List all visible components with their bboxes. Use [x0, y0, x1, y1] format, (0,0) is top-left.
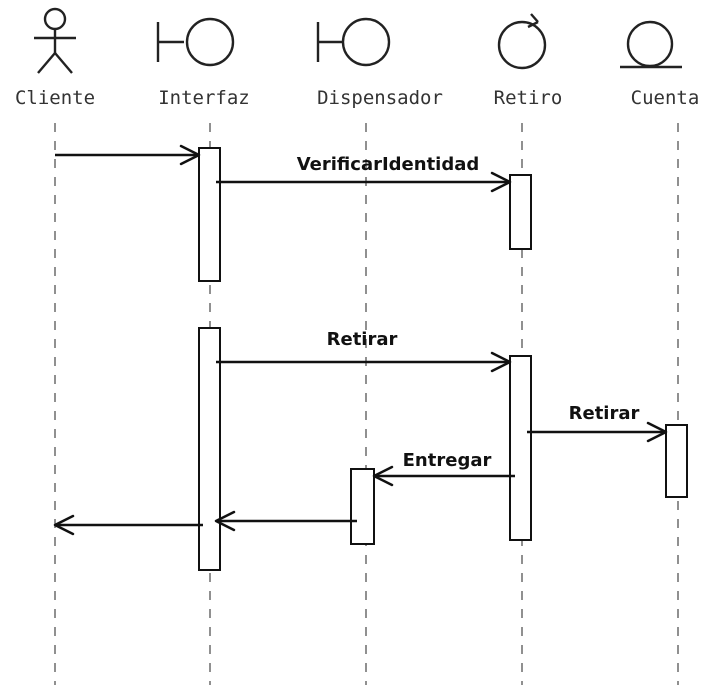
activation-bar-retiro — [509, 355, 532, 541]
activation-bar-interfaz — [198, 327, 221, 571]
activation-bar-dispensador — [350, 468, 375, 545]
participant-label-retiro: Retiro — [494, 87, 563, 109]
message-arrow — [372, 465, 515, 487]
message-label: Retirar — [569, 403, 640, 424]
participant-label-interfaz: Interfaz — [158, 87, 250, 109]
message-label: Retirar — [327, 329, 398, 350]
activation-bar-retiro — [509, 174, 532, 250]
message-arrow — [55, 144, 201, 166]
participant-label-cuenta: Cuenta — [631, 87, 700, 109]
participant-label-cliente: Cliente — [15, 87, 95, 109]
control-icon — [497, 13, 547, 70]
participant-label-dispensador: Dispensador — [317, 87, 443, 109]
message-arrow — [527, 421, 668, 443]
message-arrow — [216, 351, 512, 373]
entity-icon — [620, 20, 682, 69]
message-arrow — [53, 514, 203, 536]
message-arrow — [214, 510, 357, 532]
message-label: VerificarIdentidad — [297, 154, 480, 175]
message-arrow — [216, 171, 512, 193]
message-label: Entregar — [403, 450, 492, 471]
actor-icon — [34, 7, 76, 74]
boundary-icon — [316, 17, 391, 67]
activation-bar-interfaz — [198, 147, 221, 282]
activation-bar-cuenta — [665, 424, 688, 498]
boundary-icon — [156, 17, 235, 67]
